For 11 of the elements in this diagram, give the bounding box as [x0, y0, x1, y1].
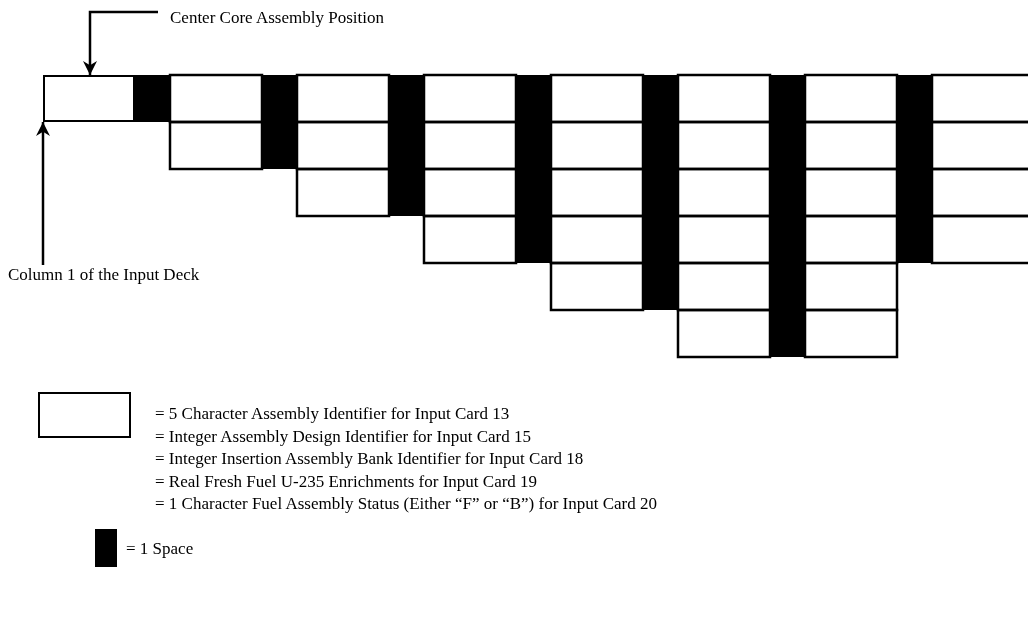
leader-arrow — [83, 10, 158, 75]
leader-arrow — [36, 122, 50, 265]
legend-text: = Real Fresh Fuel U-235 Enrichments for Input Card 19 — [155, 471, 538, 492]
legend-text: = 1 Character Fuel Assembly Status (Either “F” or “B”) for Input Card 20 — [155, 494, 657, 514]
legend-text: = Integer Assembly Design Identifier for Input Card 15 — [155, 426, 531, 447]
annotation-label: Column 1 of the Input Deck — [8, 265, 200, 285]
legend-text: = 1 Space — [126, 538, 194, 559]
center-core-cell — [43, 75, 135, 122]
legend-text: = 5 Character Assembly Identifier for Input Card 13 — [155, 404, 510, 424]
legend-text: = Integer Insertion Assembly Bank Identifier for Input Card 18 — [155, 449, 584, 469]
annotation-label: Center Core Assembly Position — [170, 8, 384, 28]
